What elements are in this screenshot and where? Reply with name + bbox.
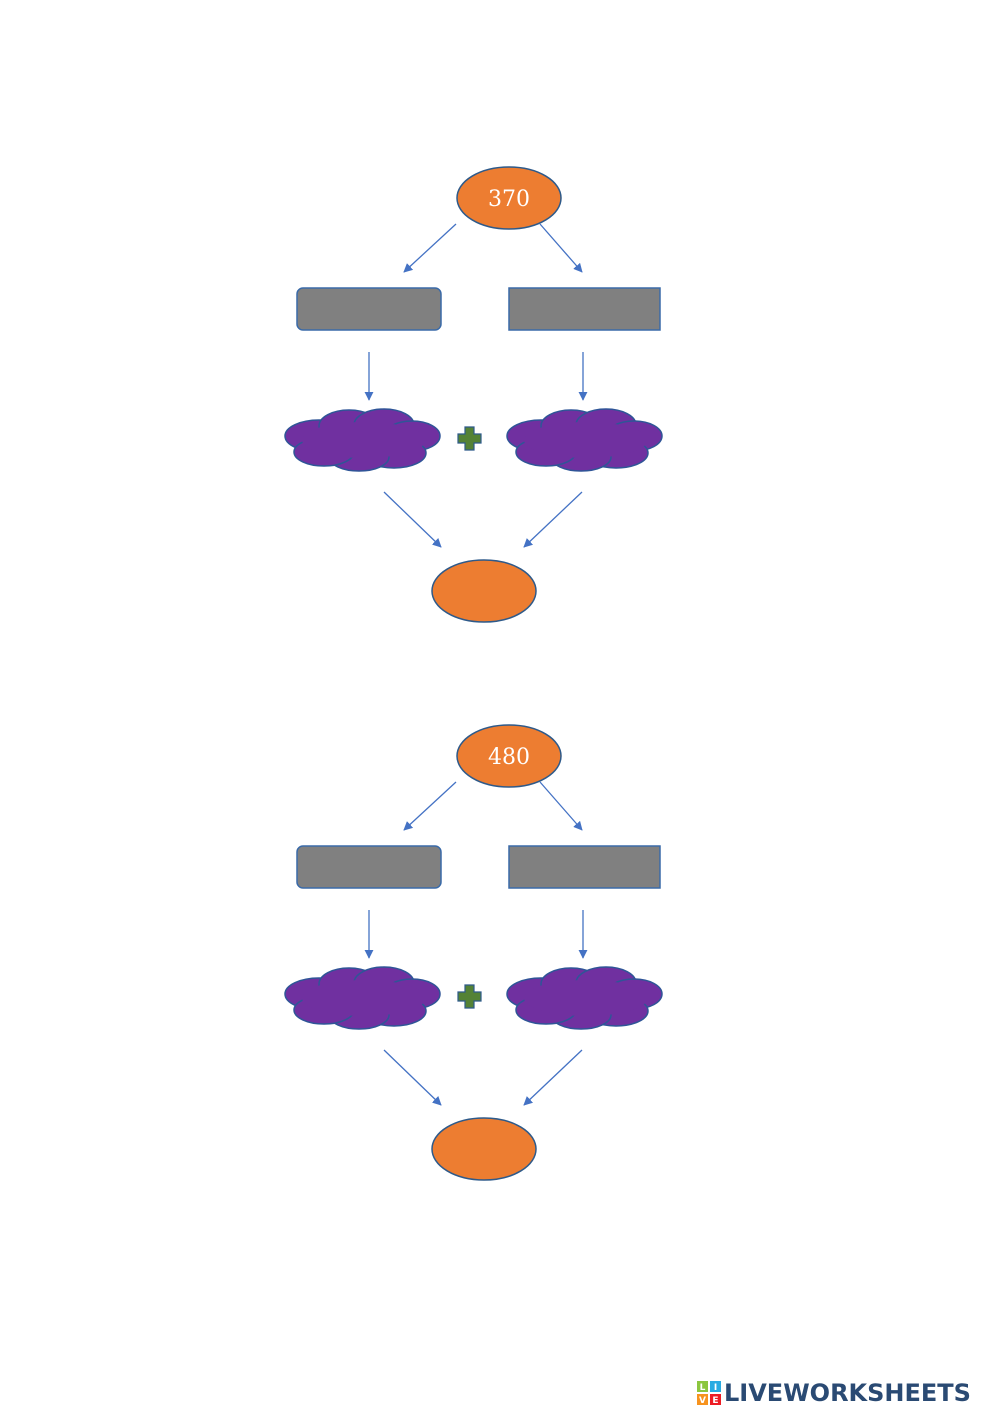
arrow-top-left [403, 781, 457, 831]
left-cloud-fill [302, 422, 426, 458]
arrow-right-to-result [523, 491, 583, 548]
arrow-top-right [539, 781, 583, 831]
svg-text:E: E [712, 1396, 718, 1405]
result-ellipse[interactable] [431, 559, 537, 623]
arrow-top-left [403, 223, 457, 273]
svg-text:I: I [714, 1383, 717, 1393]
left-answer-box[interactable] [296, 287, 442, 331]
left-answer-box[interactable] [296, 845, 442, 889]
svg-text:V: V [699, 1396, 706, 1405]
result-ellipse[interactable] [431, 1117, 537, 1181]
left-cloud-fill [302, 980, 426, 1016]
arrow-right-to-result [523, 1049, 583, 1106]
top-ellipse [456, 724, 562, 788]
number-bond-diagram-1: 370 [284, 166, 663, 623]
top-ellipse [456, 166, 562, 230]
right-cloud-fill [524, 422, 648, 458]
arrow-left-to-result [383, 491, 442, 548]
brand-name: LIVEWORKSHEETS [724, 1379, 971, 1407]
top-value: 480 [488, 745, 530, 770]
right-answer-box[interactable] [508, 845, 661, 889]
arrow-left-to-result [383, 1049, 442, 1106]
number-bond-diagram-2: 480 [284, 724, 663, 1181]
right-answer-box[interactable] [508, 287, 661, 331]
right-cloud-fill [524, 980, 648, 1016]
plus-icon [457, 984, 482, 1009]
liveworksheets-logo-icon: L I V E [697, 1381, 721, 1405]
plus-icon [457, 426, 482, 451]
svg-text:L: L [700, 1383, 706, 1393]
top-value: 370 [488, 187, 530, 212]
liveworksheets-brand: L I V E LIVEWORKSHEETS [697, 1376, 971, 1410]
arrow-top-right [539, 223, 583, 273]
